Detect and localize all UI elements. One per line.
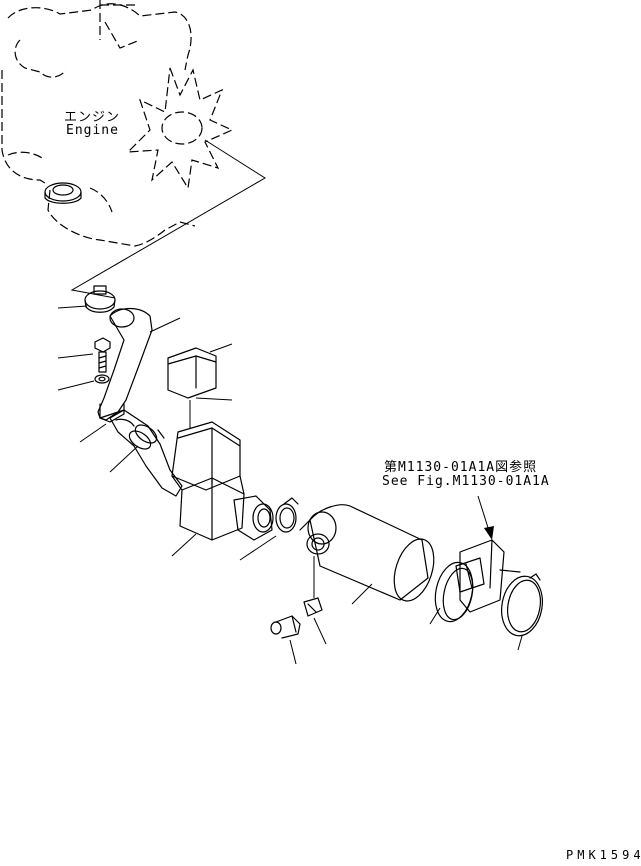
leader-washer	[57, 380, 95, 391]
engine-reference-leader	[70, 139, 266, 299]
connector-hose-with-clamp	[109, 409, 183, 497]
leader-band-rear	[517, 635, 523, 651]
washer	[94, 374, 110, 384]
leader-mounting-band	[429, 607, 441, 625]
air-cleaner-body	[299, 504, 435, 602]
leader-bracket	[79, 423, 107, 443]
pre-cleaner-housing	[171, 421, 245, 541]
engine-outline	[1, 0, 234, 247]
vacuator-valve	[270, 615, 301, 639]
cover-cap	[167, 347, 217, 399]
reference-arrow	[477, 495, 494, 540]
engine-label-en: Engine	[66, 123, 119, 138]
leader-cover-body	[195, 397, 233, 401]
leader-air-cleaner	[351, 583, 373, 605]
leader-pre-cleaner	[171, 533, 197, 557]
leader-lower-hose	[109, 445, 139, 473]
reference-label-en: See Fig.M1130-01A1A	[382, 474, 550, 489]
engine-label-jp: エンジン	[64, 110, 121, 125]
leader-intake-hose	[149, 317, 181, 333]
bolt	[94, 337, 111, 373]
drawing-code: PMK1594	[566, 848, 641, 862]
intake-hose	[97, 307, 153, 427]
leader-vacuator	[289, 639, 297, 665]
leader-clamp-lower	[239, 535, 277, 561]
mounting-band-rear	[501, 573, 543, 637]
leader-dust-indicator	[313, 617, 327, 645]
air-cleaner-bracket	[455, 539, 521, 613]
outlet-elbow	[233, 495, 274, 541]
leader-cover-cap	[209, 343, 233, 353]
engine-filler-cap	[44, 182, 82, 204]
leader-hose-clamp	[57, 305, 88, 309]
hose-clamp-upper	[84, 285, 116, 313]
mounting-band	[434, 561, 474, 623]
leader-bolt	[57, 353, 94, 359]
dust-indicator	[303, 597, 323, 617]
reference-label-jp: 第M1130-01A1A図参照	[384, 460, 538, 475]
hose-clamp-lower	[275, 497, 299, 533]
